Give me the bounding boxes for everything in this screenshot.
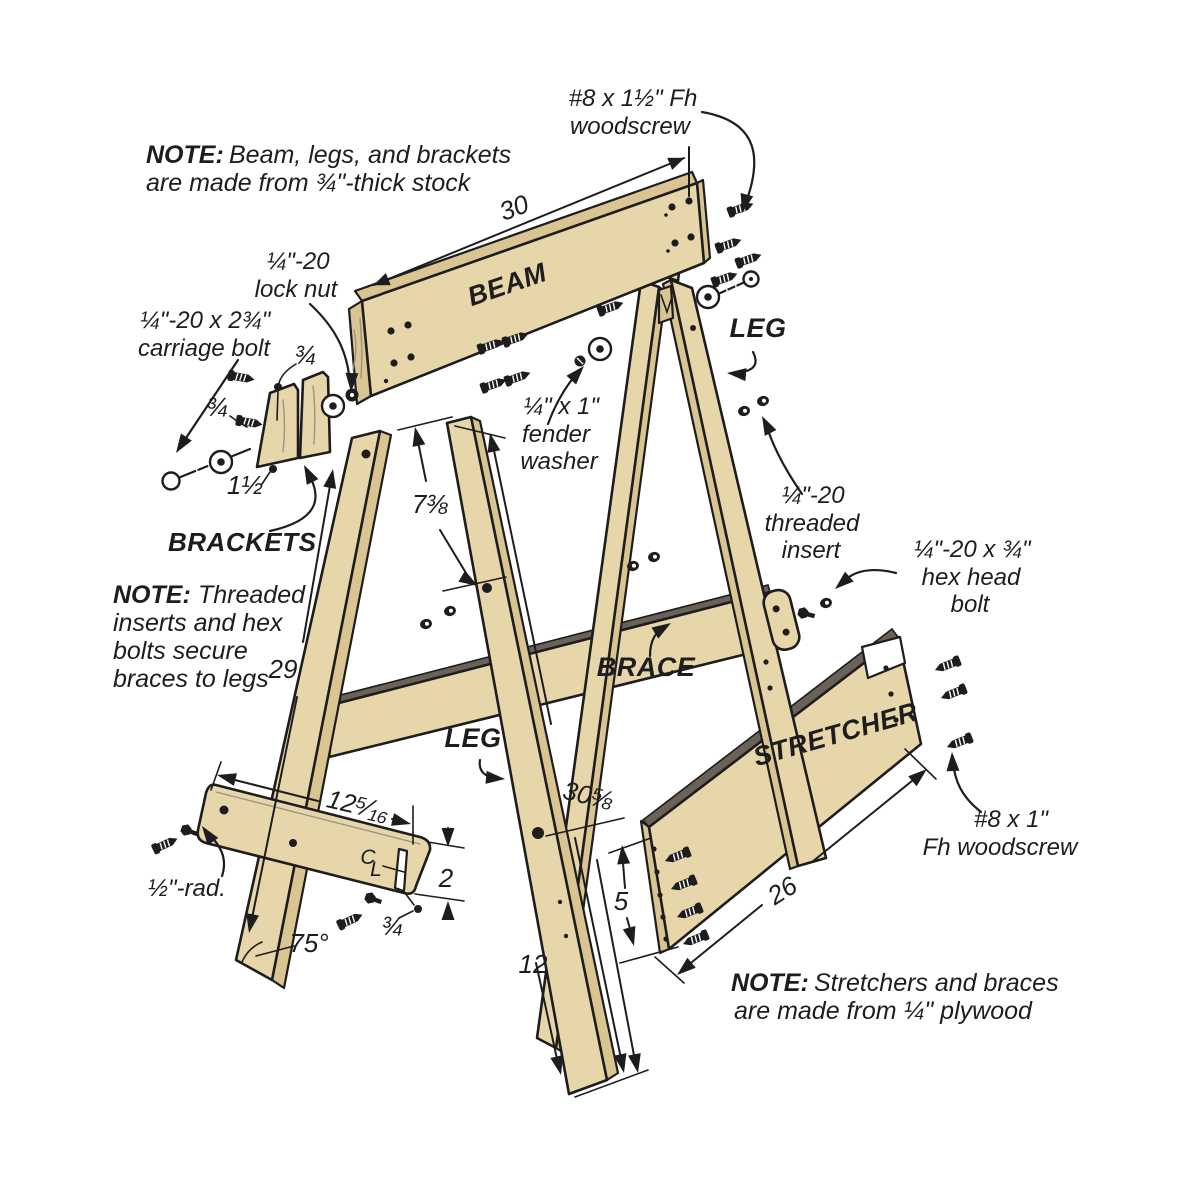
leg-right-label: LEG [729, 313, 786, 343]
brace-label: BRACE [597, 652, 696, 682]
leg-right-frame-right [661, 278, 828, 871]
hex-head-bolt-part [796, 605, 817, 622]
woodscrew [932, 654, 963, 676]
dim-beam-length: 30 [495, 188, 533, 226]
woodscrew [725, 197, 756, 219]
threaded-insert-part [736, 404, 752, 418]
dim-stretcher-length: 26 [761, 870, 803, 912]
note-top-line1: Beam, legs, and brackets [229, 141, 511, 169]
woodscrew [713, 233, 744, 255]
woodscrew [733, 248, 764, 270]
dim-corner-radius: ½"-rad. [148, 875, 226, 902]
dim-bracket-thickness-left: ¾ [206, 392, 228, 422]
threaded-insert-part [442, 604, 458, 618]
board-detail [196, 783, 432, 895]
carriage-bolt-label-2: carriage bolt [138, 335, 271, 362]
fender-washer-part [587, 336, 613, 362]
note-bottom-line2: are made from ¼" plywood [734, 997, 1033, 1025]
dim-board-width: 2 [438, 863, 454, 893]
note-left-line1: Threaded [198, 581, 306, 609]
centerline-symbol-l: L [370, 858, 382, 881]
dim-leg-angle: 75° [289, 928, 328, 958]
carriage-bolt-label-1: ¼"-20 x 2¾" [140, 307, 272, 334]
threaded-insert-label-3: insert [782, 537, 842, 564]
brace-end-cap [762, 588, 801, 652]
note-top-prefix: NOTE: [146, 141, 224, 169]
note-left-line2: inserts and hex [113, 609, 284, 637]
hardware [149, 197, 975, 950]
leg-center-label: LEG [444, 723, 501, 753]
dim-stretcher-width: 5 [614, 886, 629, 916]
hex-head-bolt-label-1: ¼"-20 x ¾" [913, 536, 1032, 563]
dimension-lines [210, 146, 937, 1098]
dim-leg-bottom-span: 12 [519, 949, 548, 979]
hex-head-bolt-label-2: hex head [922, 564, 1021, 591]
bolt-head [574, 355, 586, 367]
woodscrew [502, 366, 533, 388]
centerline-symbol-c: C [360, 846, 376, 869]
woodscrew [709, 267, 740, 289]
threaded-insert-part [818, 596, 834, 610]
fender-washer-label-1: ¼" x 1" [523, 393, 600, 420]
lock-nut-label-2: lock nut [255, 276, 339, 303]
hex-nut-icon [179, 822, 200, 840]
threaded-insert-label-2: threaded [765, 510, 860, 537]
woodscrew [944, 731, 975, 753]
brace-board [327, 584, 781, 759]
woodscrew [334, 908, 366, 932]
threaded-insert-part [646, 550, 662, 564]
woodscrew [149, 832, 181, 856]
threaded-insert-part [755, 394, 771, 408]
threaded-insert-part [418, 617, 434, 631]
note-bottom-prefix: NOTE: [731, 969, 809, 997]
note-left-line4: braces to legs [113, 665, 269, 693]
lock-nut-label-1: ¼"-20 [266, 248, 330, 275]
washer-icon [695, 284, 721, 310]
dim-bracket-gap: 1½ [227, 470, 263, 500]
woodscrew-top-label-1: #8 x 1½" Fh [569, 85, 698, 112]
dim-leg-length: 29 [268, 654, 298, 684]
dim-slot-depth: ¾ [381, 911, 403, 941]
dim-leg-top-to-hole: 7⅜ [412, 489, 448, 519]
bracket-wedges [255, 370, 332, 469]
leg-center-board [445, 415, 620, 1096]
dim-bracket-thickness-top: ¾ [294, 340, 316, 370]
fender-washer-label-3: washer [520, 448, 598, 475]
woodscrew-bottom-label-1: #8 x 1" [974, 806, 1049, 833]
fender-washer-label-2: fender [522, 421, 591, 448]
hex-head-bolt-label-3: bolt [951, 591, 991, 618]
woodscrew [938, 682, 969, 704]
brackets-label: BRACKETS [168, 527, 317, 557]
woodscrew-bottom-label-2: Fh woodscrew [923, 834, 1079, 861]
note-bottom-line1: Stretchers and braces [814, 969, 1059, 997]
note-top-line2: are made from ¾"-thick stock [146, 169, 472, 197]
lock-nut-part [345, 388, 359, 402]
threaded-insert-label-1: ¼"-20 [781, 482, 845, 509]
hex-nut-icon [363, 890, 384, 908]
leader-lines [170, 110, 983, 878]
carriage-bolt [161, 447, 252, 491]
note-left-prefix: NOTE: [113, 581, 191, 609]
note-left-line3: bolts secure [113, 637, 248, 665]
woodscrew-top-label-2: woodscrew [570, 113, 692, 140]
carriage-bolt-right [716, 270, 760, 296]
washer-icon [320, 393, 346, 419]
